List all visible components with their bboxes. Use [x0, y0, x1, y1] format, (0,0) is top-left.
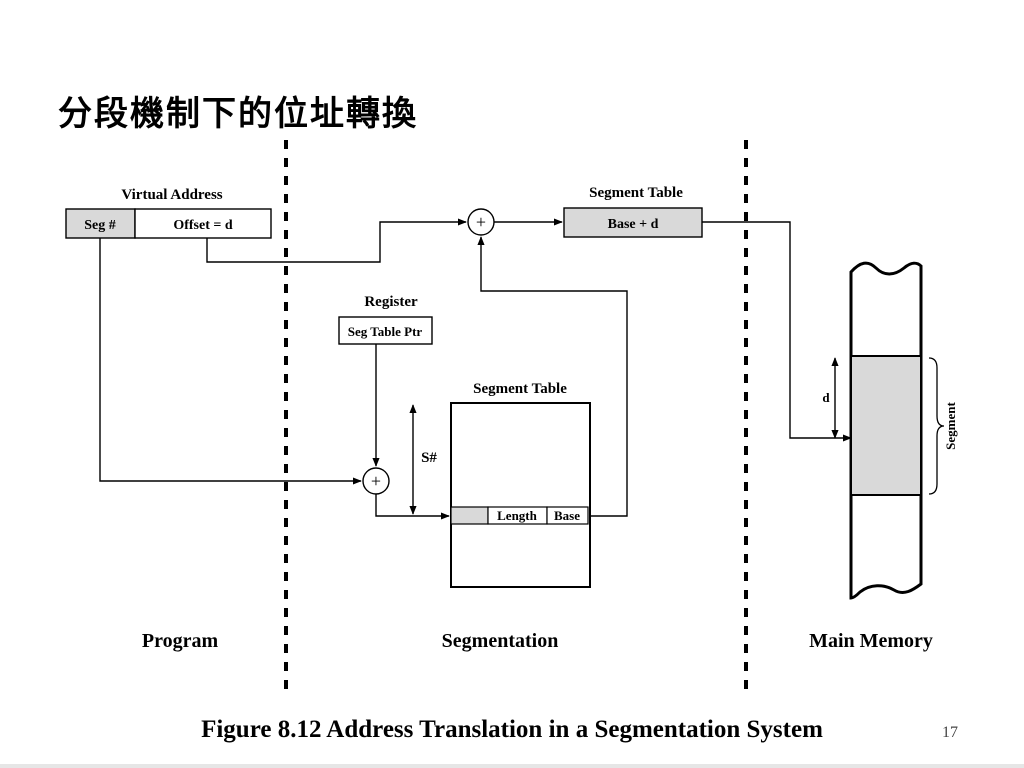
- offset-field: [134, 208, 272, 239]
- base-plus-d-text: Base + d: [608, 217, 659, 232]
- offset-d-label: d: [822, 390, 830, 405]
- adder-bottom-symbol: +: [371, 471, 381, 491]
- top-segment-table-label: Segment Table: [589, 185, 683, 201]
- seg-number-to-adder-line: [99, 238, 362, 485]
- register-box: [338, 316, 433, 345]
- page-bottom-line: [0, 764, 1024, 768]
- virtual-address-box: Seg # Offset = d: [65, 208, 272, 239]
- offset-text: Offset = d: [173, 218, 233, 233]
- seg-number-text: Seg #: [84, 218, 116, 233]
- segment-table-label: Segment Table: [473, 381, 567, 397]
- adder-to-table-entry-line: [375, 494, 450, 520]
- figure-caption: Figure 8.12 Address Translation in a Seg…: [201, 716, 823, 743]
- main-memory: [849, 261, 923, 600]
- segment-table-box: [450, 402, 591, 588]
- seg-table-ptr-text: Seg Table Ptr: [348, 324, 423, 339]
- page-number: 17: [942, 724, 958, 741]
- segment-label: Segment: [943, 402, 958, 450]
- base-column-text: Base: [554, 508, 580, 523]
- adder-top-symbol: +: [476, 212, 486, 232]
- adder-top: +: [467, 208, 495, 236]
- segment-entry-to-memory-line: [702, 221, 852, 442]
- segment-brace: [928, 357, 945, 495]
- region-main-memory: Main Memory: [809, 630, 933, 652]
- region-program: Program: [142, 630, 219, 652]
- length-column-text: Length: [497, 508, 538, 523]
- region-segmentation: Segmentation: [442, 630, 559, 652]
- register-label: Register: [364, 294, 418, 310]
- base-to-adder-line: [477, 236, 628, 517]
- memory-segment: [850, 355, 922, 496]
- virtual-address-label: Virtual Address: [121, 187, 222, 203]
- segment-index-label: S#: [421, 450, 437, 466]
- slide-title: 分段機制下的位址轉換: [58, 94, 418, 134]
- offset-to-adder-line: [206, 218, 467, 263]
- adder-bottom: +: [362, 467, 390, 495]
- segment-table-entry-row: Length Base: [450, 506, 589, 525]
